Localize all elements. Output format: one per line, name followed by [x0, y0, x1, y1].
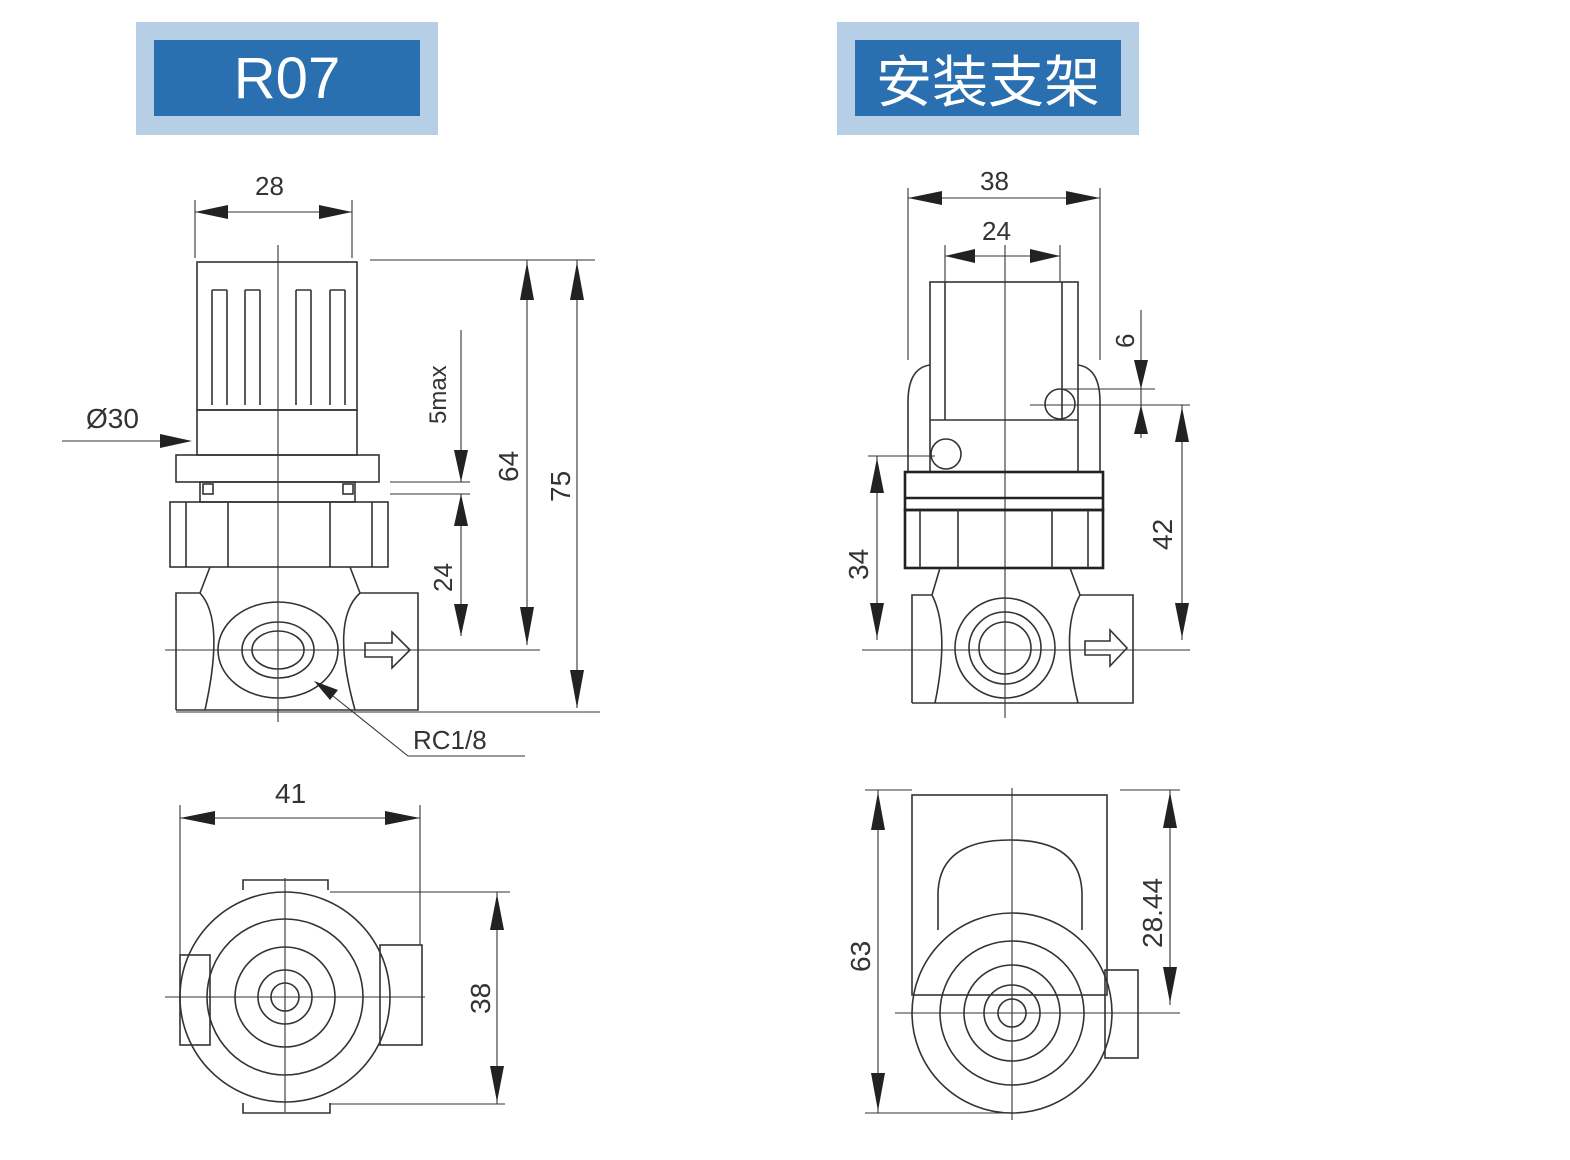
- dim-63: 63: [845, 941, 876, 972]
- dim-dia-30: Ø30: [86, 403, 139, 434]
- bracket-top-view: 63 28.44: [845, 788, 1180, 1120]
- title-box-r07: R07: [136, 22, 438, 135]
- title-r07: R07: [154, 40, 420, 116]
- dim-6: 6: [1110, 334, 1140, 348]
- dim-5max: 5max: [425, 365, 452, 424]
- title-mounting-bracket: 安装支架: [855, 40, 1121, 116]
- dim-24-right: 24: [982, 216, 1011, 246]
- dim-28-44: 28.44: [1137, 878, 1168, 948]
- dim-64: 64: [493, 451, 524, 482]
- bracket-front-view: 38 24 6 42 34: [843, 166, 1190, 718]
- r07-front-view: 28 Ø30 5max 24 64 75 RC1/8: [62, 171, 600, 757]
- dim-24-left: 24: [428, 563, 458, 592]
- dim-41: 41: [275, 778, 306, 809]
- dim-34: 34: [843, 549, 874, 580]
- dim-28: 28: [255, 171, 284, 201]
- dim-42: 42: [1147, 519, 1178, 550]
- r07-top-view: 41 38: [165, 778, 510, 1114]
- title-box-mounting-bracket: 安装支架: [837, 22, 1139, 135]
- label-rc1-8: RC1/8: [413, 725, 487, 755]
- dim-38-right: 38: [980, 166, 1009, 196]
- dim-75: 75: [545, 471, 576, 502]
- dim-38-left: 38: [465, 983, 496, 1014]
